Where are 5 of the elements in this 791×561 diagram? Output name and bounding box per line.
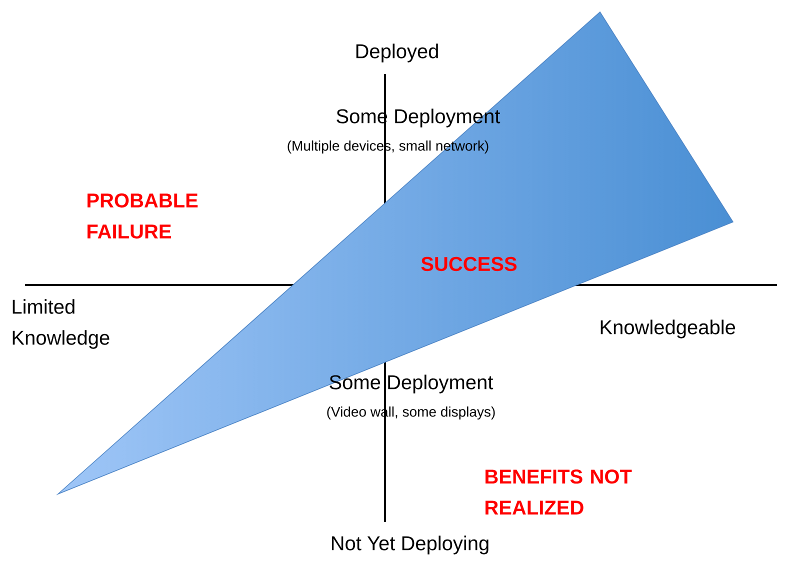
axis-label: Not Yet Deploying: [332, 536, 488, 554]
quadrant-label: Some Deployment: [330, 374, 494, 394]
quadrant-label: PROBABLE FAILURE: [88, 193, 198, 239]
axis-label: Knowledgeable: [600, 320, 736, 338]
axis-label: Deployed: [356, 44, 438, 62]
